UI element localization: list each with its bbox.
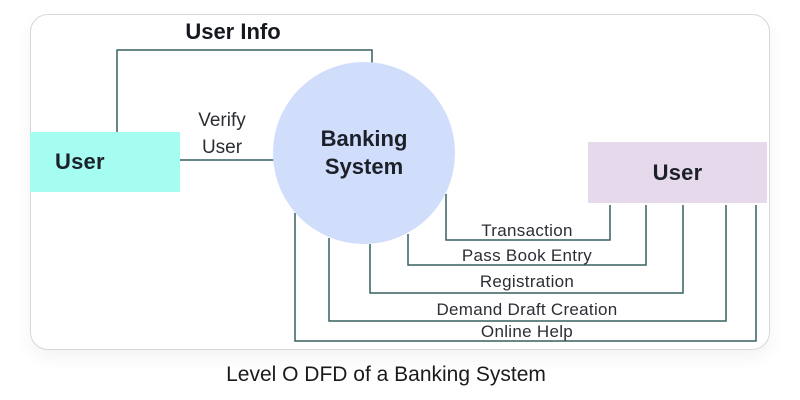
external-entity-user-left: User bbox=[30, 132, 180, 192]
entity-label: User bbox=[652, 159, 703, 185]
flow-label-demand-draft-creation: Demand Draft Creation bbox=[436, 300, 618, 319]
process-label: Banking System bbox=[320, 126, 408, 179]
flow-label-pass-book-entry: Pass Book Entry bbox=[461, 246, 593, 265]
flow-label-transaction: Transaction bbox=[481, 221, 573, 240]
user-info-flow-label: User Info bbox=[185, 19, 281, 44]
external-entity-user-right: User bbox=[588, 142, 767, 203]
entity-label: User bbox=[55, 149, 105, 174]
diagram-caption: Level O DFD of a Banking System bbox=[226, 363, 546, 386]
process-banking-system: Banking System bbox=[273, 62, 455, 244]
flow-label-online-help: Online Help bbox=[480, 322, 574, 341]
verify-user-flow-label: Verify User bbox=[198, 110, 246, 158]
flow-label-registration: Registration bbox=[479, 272, 575, 291]
